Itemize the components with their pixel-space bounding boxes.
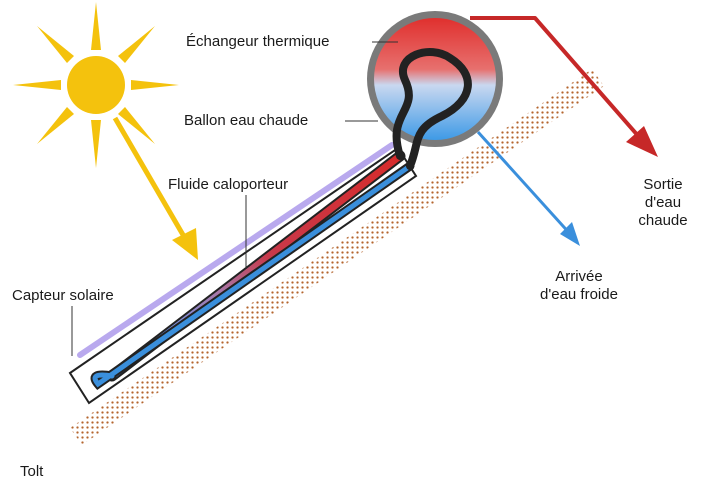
collector-glass: [77, 142, 395, 358]
arrow-right-down-icon: [470, 16, 658, 157]
label-sortie-eau-chaude: Sortie d'eau chaude: [626, 176, 700, 230]
label-capteur-solaire: Capteur solaire: [12, 287, 114, 304]
label-toit: Tolt: [20, 463, 44, 480]
label-arrivee-line1: Arrivée: [555, 268, 603, 285]
sun-icon: [13, 2, 198, 260]
arrow-down-icon: [476, 130, 580, 246]
label-sortie-line3: chaude: [638, 212, 688, 229]
hot-water-tank: [367, 11, 503, 147]
label-arrivee-eau-froide: Arrivée d'eau froide: [524, 268, 634, 304]
label-echangeur-thermique: Échangeur thermique: [186, 33, 330, 50]
label-sortie-line1: Sortie: [643, 176, 683, 193]
heat-exchanger-coil: [392, 48, 472, 170]
label-sortie-line2: d'eau: [644, 194, 682, 211]
roof: [70, 69, 604, 445]
label-arrivee-line2: d'eau froide: [540, 286, 618, 303]
label-fluide-caloporteur: Fluide caloporteur: [168, 176, 289, 193]
label-ballon-eau-chaude: Ballon eau chaude: [184, 112, 309, 129]
